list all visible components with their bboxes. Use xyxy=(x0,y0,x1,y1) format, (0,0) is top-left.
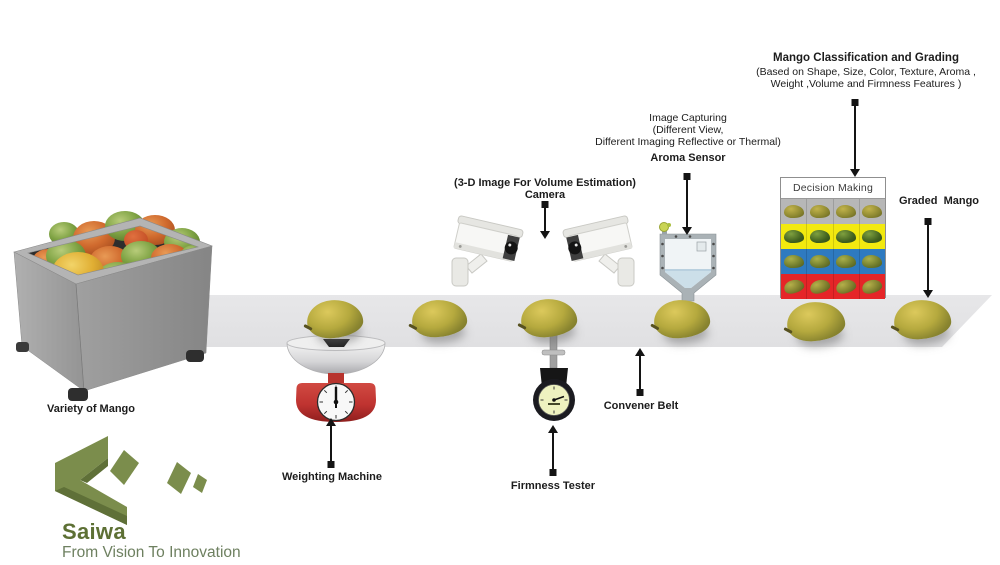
saiwa-logomark xyxy=(55,436,207,525)
weighting-label: Weighting Machine xyxy=(281,471,383,483)
graded-mango-label: Graded Mango xyxy=(898,195,980,207)
imaging-label-1: Image Capturing xyxy=(649,112,727,124)
graded-mango-cell xyxy=(834,199,860,224)
diagram-subtitle-1: (Based on Shape, Size, Color, Texture, A… xyxy=(756,66,976,78)
graded-mango-cell xyxy=(860,224,885,249)
mango-icon xyxy=(809,230,830,243)
graded-mango-cell xyxy=(807,199,834,224)
convener-belt-arrow xyxy=(635,348,645,396)
mango-icon xyxy=(783,255,804,268)
mango-icon xyxy=(862,230,883,243)
graded-mango-arrow xyxy=(923,218,933,298)
cctv-camera-right-icon xyxy=(562,215,635,287)
graded-mango-cell xyxy=(834,224,860,249)
decision-making-box: Decision Making xyxy=(780,177,886,299)
weighing-scale-icon xyxy=(286,335,386,422)
graded-mango-cell xyxy=(860,274,885,299)
weighting-arrow xyxy=(326,418,336,468)
graded-mango-cell xyxy=(860,249,885,274)
graded-mango-cell xyxy=(807,249,834,274)
mango-icon xyxy=(836,255,857,268)
camera-label-1: (3-D Image For Volume Estimation) xyxy=(454,177,636,189)
convener-belt-label: Convener Belt xyxy=(603,400,679,412)
graded-mango-cell xyxy=(834,249,860,274)
graded-mango-cell xyxy=(781,199,808,224)
classification-arrow xyxy=(850,99,860,177)
graded-mango-cell xyxy=(807,224,834,249)
graded-mango-cell xyxy=(834,274,860,299)
brand-tagline: From Vision To Innovation xyxy=(62,544,241,561)
mango-icon xyxy=(809,205,830,218)
grade-row xyxy=(781,224,885,249)
imaging-label-2: (Different View, xyxy=(652,124,724,136)
brand-name: Saiwa xyxy=(62,519,126,544)
mango-icon xyxy=(808,277,832,296)
graded-mango-cell xyxy=(807,274,834,299)
mango-icon xyxy=(860,277,884,296)
cctv-camera-left-icon xyxy=(451,215,524,287)
mango-icon xyxy=(782,277,806,296)
mango-icon xyxy=(834,277,858,296)
decision-making-title: Decision Making xyxy=(781,178,885,199)
mango-bin-icon xyxy=(13,211,213,401)
diagram-title: Mango Classification and Grading xyxy=(773,52,959,64)
mango-icon xyxy=(836,230,857,243)
diagram-subtitle-2: Weight ,Volume and Firmness Features ) xyxy=(770,78,962,90)
aroma-sensor-label: Aroma Sensor xyxy=(650,152,726,164)
imaging-label-3: Different Imaging Reflective or Thermal) xyxy=(595,136,781,148)
mango-icon xyxy=(862,205,883,218)
aroma-sensor-container-icon xyxy=(659,222,717,302)
mango-icon xyxy=(783,230,804,243)
grade-row xyxy=(781,199,885,224)
variety-label: Variety of Mango xyxy=(46,403,136,415)
grade-row xyxy=(781,249,885,274)
mango-icon xyxy=(783,205,804,218)
camera-arrow xyxy=(540,201,550,239)
firmness-gauge-icon xyxy=(533,331,575,421)
mango-icon xyxy=(809,255,830,268)
graded-mango-cell xyxy=(781,224,808,249)
mango-icon xyxy=(862,255,883,268)
graded-mango-cell xyxy=(781,274,808,299)
camera-label-2: Camera xyxy=(524,189,566,201)
graded-mango-cell xyxy=(781,249,808,274)
mango-icon xyxy=(836,205,857,218)
firmness-arrow xyxy=(548,425,558,476)
aroma-arrow xyxy=(682,173,692,235)
graded-mango-cell xyxy=(860,199,885,224)
firmness-label: Firmness Tester xyxy=(510,480,596,492)
grade-row xyxy=(781,274,885,299)
